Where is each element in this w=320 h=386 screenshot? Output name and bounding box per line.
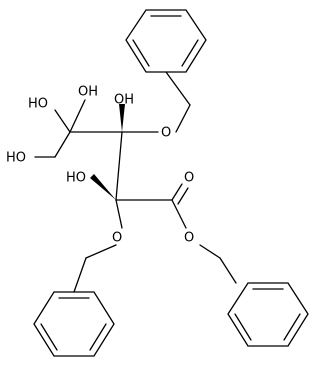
chemical-structure-diagram: HO HO OH OH O HO O O O — [6, 9, 309, 357]
bond-o-ch2-lower — [85, 244, 117, 259]
bond-carbonyl-ester-o — [171, 199, 187, 229]
bond-c2-c3 — [115, 131, 123, 201]
label-oh-c2: OH — [114, 93, 134, 108]
label-o-ester: O — [184, 231, 194, 246]
wedge-c2-oh — [119, 104, 125, 132]
bond-c1-oh-left — [54, 109, 71, 133]
bond-ch2-ring-right — [219, 257, 237, 284]
bond-ester-o-ch2 — [199, 244, 221, 259]
label-o-upper: O — [161, 126, 171, 141]
label-oh-c1-top: OH — [78, 85, 98, 100]
label-oh-ch2: HO — [6, 151, 26, 166]
bond-ring-ch2-upper — [165, 71, 191, 106]
bond-carbonyl-double-2 — [177, 187, 189, 205]
wedge-c3-oh — [90, 174, 116, 200]
benzene-ring-upper — [125, 9, 207, 73]
bond-carbonyl-double-1 — [171, 183, 183, 201]
label-oh-c1-left: HO — [28, 97, 48, 112]
benzene-ring-lower-left — [33, 291, 115, 357]
label-oh-c3: HO — [66, 171, 86, 186]
bond-ch2-ring-lower — [73, 257, 87, 293]
bond-c1-oh-top — [69, 99, 86, 133]
bond-c0-c1 — [54, 131, 71, 158]
label-o-carbonyl: O — [184, 171, 194, 186]
bond-c3-o-lower — [115, 199, 123, 229]
bond-ch2-o-upper — [175, 104, 191, 133]
benzene-ring-lower-right — [227, 282, 309, 347]
label-o-lower: O — [112, 231, 122, 246]
